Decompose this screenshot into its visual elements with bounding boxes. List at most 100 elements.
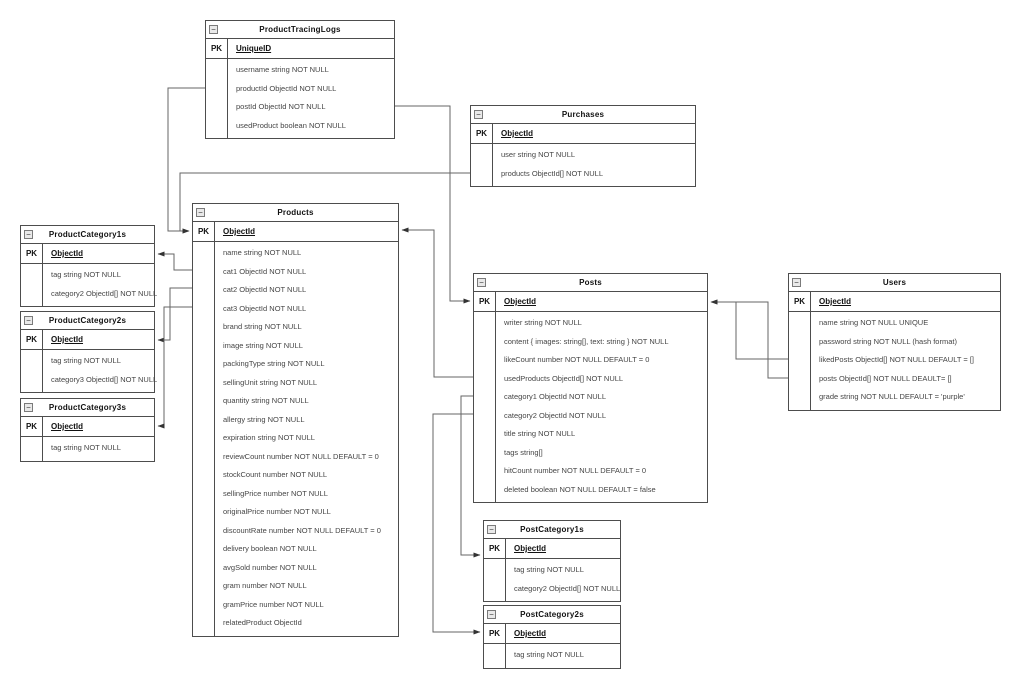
entity-product-category3s[interactable]: − ProductCategory3s PK ObjectId tag stri… bbox=[20, 398, 155, 462]
field: usedProducts ObjectId[] NOT NULL bbox=[504, 373, 624, 383]
entity-product-category1s[interactable]: − ProductCategory1s PK ObjectId tag stri… bbox=[20, 225, 158, 307]
collapse-icon[interactable]: − bbox=[196, 208, 205, 217]
pk-row: PK ObjectId bbox=[21, 330, 154, 350]
relation-users-likedposts-posts bbox=[710, 299, 788, 360]
field: likeCount number NOT NULL DEFAULT = 0 bbox=[504, 355, 650, 364]
entity-title: ProductCategory1s bbox=[48, 230, 127, 239]
entity-header: − ProductCategory2s bbox=[21, 312, 154, 330]
pk-row: PK ObjectId bbox=[471, 124, 695, 144]
pk-label: PK bbox=[488, 544, 501, 553]
field: sellingPrice number NOT NULL bbox=[223, 488, 328, 498]
entity-header: − Users bbox=[789, 274, 1000, 292]
pk-row: PK ObjectId bbox=[21, 244, 154, 264]
field: category2 ObjectId[] NOT NULL bbox=[514, 583, 621, 593]
relation-tracinglogs-posts bbox=[394, 105, 471, 304]
field: allergy string NOT NULL bbox=[223, 414, 305, 424]
relation-users-posts-posts bbox=[710, 299, 788, 379]
pk-label: PK bbox=[210, 44, 223, 53]
entity-title: ProductCategory2s bbox=[48, 316, 127, 325]
relation-products-cat3-productcategory3s bbox=[157, 306, 192, 429]
gutter bbox=[193, 242, 215, 636]
entity-title: Posts bbox=[579, 278, 602, 287]
field: postId ObjectId NOT NULL bbox=[236, 102, 326, 111]
field: reviewCount number NOT NULL DEFAULT = 0 bbox=[223, 451, 379, 461]
pk-label: PK bbox=[197, 227, 210, 236]
pk-field: ObjectId bbox=[501, 129, 534, 138]
field: gram number NOT NULL bbox=[223, 581, 307, 590]
field: name string NOT NULL bbox=[223, 248, 302, 257]
field: writer string NOT NULL bbox=[504, 318, 582, 327]
field: category2 ObjectId[] NOT NULL bbox=[51, 288, 158, 298]
field: gramPrice number NOT NULL bbox=[223, 599, 324, 609]
entity-products[interactable]: − Products PK ObjectId name string NOT N… bbox=[192, 203, 399, 637]
collapse-icon[interactable]: − bbox=[24, 403, 33, 412]
entity-title: PostCategory2s bbox=[520, 610, 584, 619]
entity-header: − PostCategory2s bbox=[484, 606, 620, 624]
field: sellingUnit string NOT NULL bbox=[223, 377, 318, 387]
pk-row: PK UniqueID bbox=[206, 39, 394, 59]
gutter bbox=[206, 59, 228, 138]
collapse-icon[interactable]: − bbox=[24, 316, 33, 325]
entity-post-category1s[interactable]: − PostCategory1s PK ObjectId tag string … bbox=[483, 520, 621, 602]
entity-title: ProductTracingLogs bbox=[259, 25, 341, 34]
collapse-icon[interactable]: − bbox=[487, 610, 496, 619]
collapse-icon[interactable]: − bbox=[792, 278, 801, 287]
gutter bbox=[789, 312, 811, 410]
entity-purchases[interactable]: − Purchases PK ObjectId user string NOT … bbox=[470, 105, 696, 187]
pk-field: ObjectId bbox=[223, 227, 256, 236]
field: tag string NOT NULL bbox=[51, 270, 121, 279]
pk-field: ObjectId bbox=[51, 249, 84, 258]
gutter bbox=[21, 437, 43, 461]
pk-row: PK ObjectId bbox=[193, 222, 398, 242]
entity-product-category2s[interactable]: − ProductCategory2s PK ObjectId tag stri… bbox=[20, 311, 158, 393]
entity-title: Users bbox=[882, 278, 907, 287]
field: category1 ObjectId NOT NULL bbox=[504, 392, 606, 401]
pk-field: ObjectId bbox=[51, 335, 84, 344]
field: relatedProduct ObjectId bbox=[223, 618, 302, 627]
field: username string NOT NULL bbox=[236, 65, 329, 74]
field: expiration string NOT NULL bbox=[223, 433, 315, 442]
field: brand string NOT NULL bbox=[223, 322, 302, 331]
collapse-icon[interactable]: − bbox=[487, 525, 496, 534]
entity-header: − Posts bbox=[474, 274, 707, 292]
pk-field: ObjectId bbox=[504, 297, 537, 306]
entity-posts[interactable]: − Posts PK ObjectId writer string NOT NU… bbox=[473, 273, 708, 503]
field: stockCount number NOT NULL bbox=[223, 470, 328, 479]
entity-title: ProductCategory3s bbox=[48, 403, 127, 412]
pk-row: PK ObjectId bbox=[474, 292, 707, 312]
entity-product-tracing-logs[interactable]: − ProductTracingLogs PK UniqueID usernam… bbox=[205, 20, 395, 139]
pk-label: PK bbox=[475, 129, 488, 138]
field: category3 ObjectId[] NOT NULL bbox=[51, 374, 158, 384]
pk-field: ObjectId bbox=[51, 422, 84, 431]
collapse-icon[interactable]: − bbox=[209, 25, 218, 34]
entity-header: − PostCategory1s bbox=[484, 521, 620, 539]
field: avgSold number NOT NULL bbox=[223, 562, 317, 572]
field: tag string NOT NULL bbox=[51, 443, 121, 452]
gutter bbox=[471, 144, 493, 186]
gutter bbox=[21, 264, 43, 306]
entity-post-category2s[interactable]: − PostCategory2s PK ObjectId tag string … bbox=[483, 605, 621, 669]
field: cat3 ObjectId NOT NULL bbox=[223, 303, 307, 313]
field: products ObjectId[] NOT NULL bbox=[501, 168, 603, 178]
field: cat1 ObjectId NOT NULL bbox=[223, 266, 307, 276]
field: packingType string NOT NULL bbox=[223, 359, 325, 368]
entity-users[interactable]: − Users PK ObjectId name string NOT NULL… bbox=[788, 273, 1001, 411]
field: quantity string NOT NULL bbox=[223, 396, 309, 405]
collapse-icon[interactable]: − bbox=[477, 278, 486, 287]
gutter bbox=[484, 559, 506, 601]
gutter bbox=[21, 350, 43, 392]
field: hitCount number NOT NULL DEFAULT = 0 bbox=[504, 466, 647, 475]
entity-title: PostCategory1s bbox=[520, 525, 584, 534]
field: tag string NOT NULL bbox=[51, 356, 121, 365]
pk-label: PK bbox=[25, 335, 38, 344]
field: tag string NOT NULL bbox=[514, 650, 584, 659]
relation-products-cat2-productcategory2s bbox=[157, 287, 192, 343]
field: tag string NOT NULL bbox=[514, 565, 584, 574]
field: category2 ObjectId NOT NULL bbox=[504, 410, 606, 420]
pk-field: UniqueID bbox=[236, 44, 272, 53]
field: cat2 ObjectId NOT NULL bbox=[223, 285, 307, 294]
collapse-icon[interactable]: − bbox=[474, 110, 483, 119]
gutter bbox=[484, 644, 506, 668]
collapse-icon[interactable]: − bbox=[24, 230, 33, 239]
